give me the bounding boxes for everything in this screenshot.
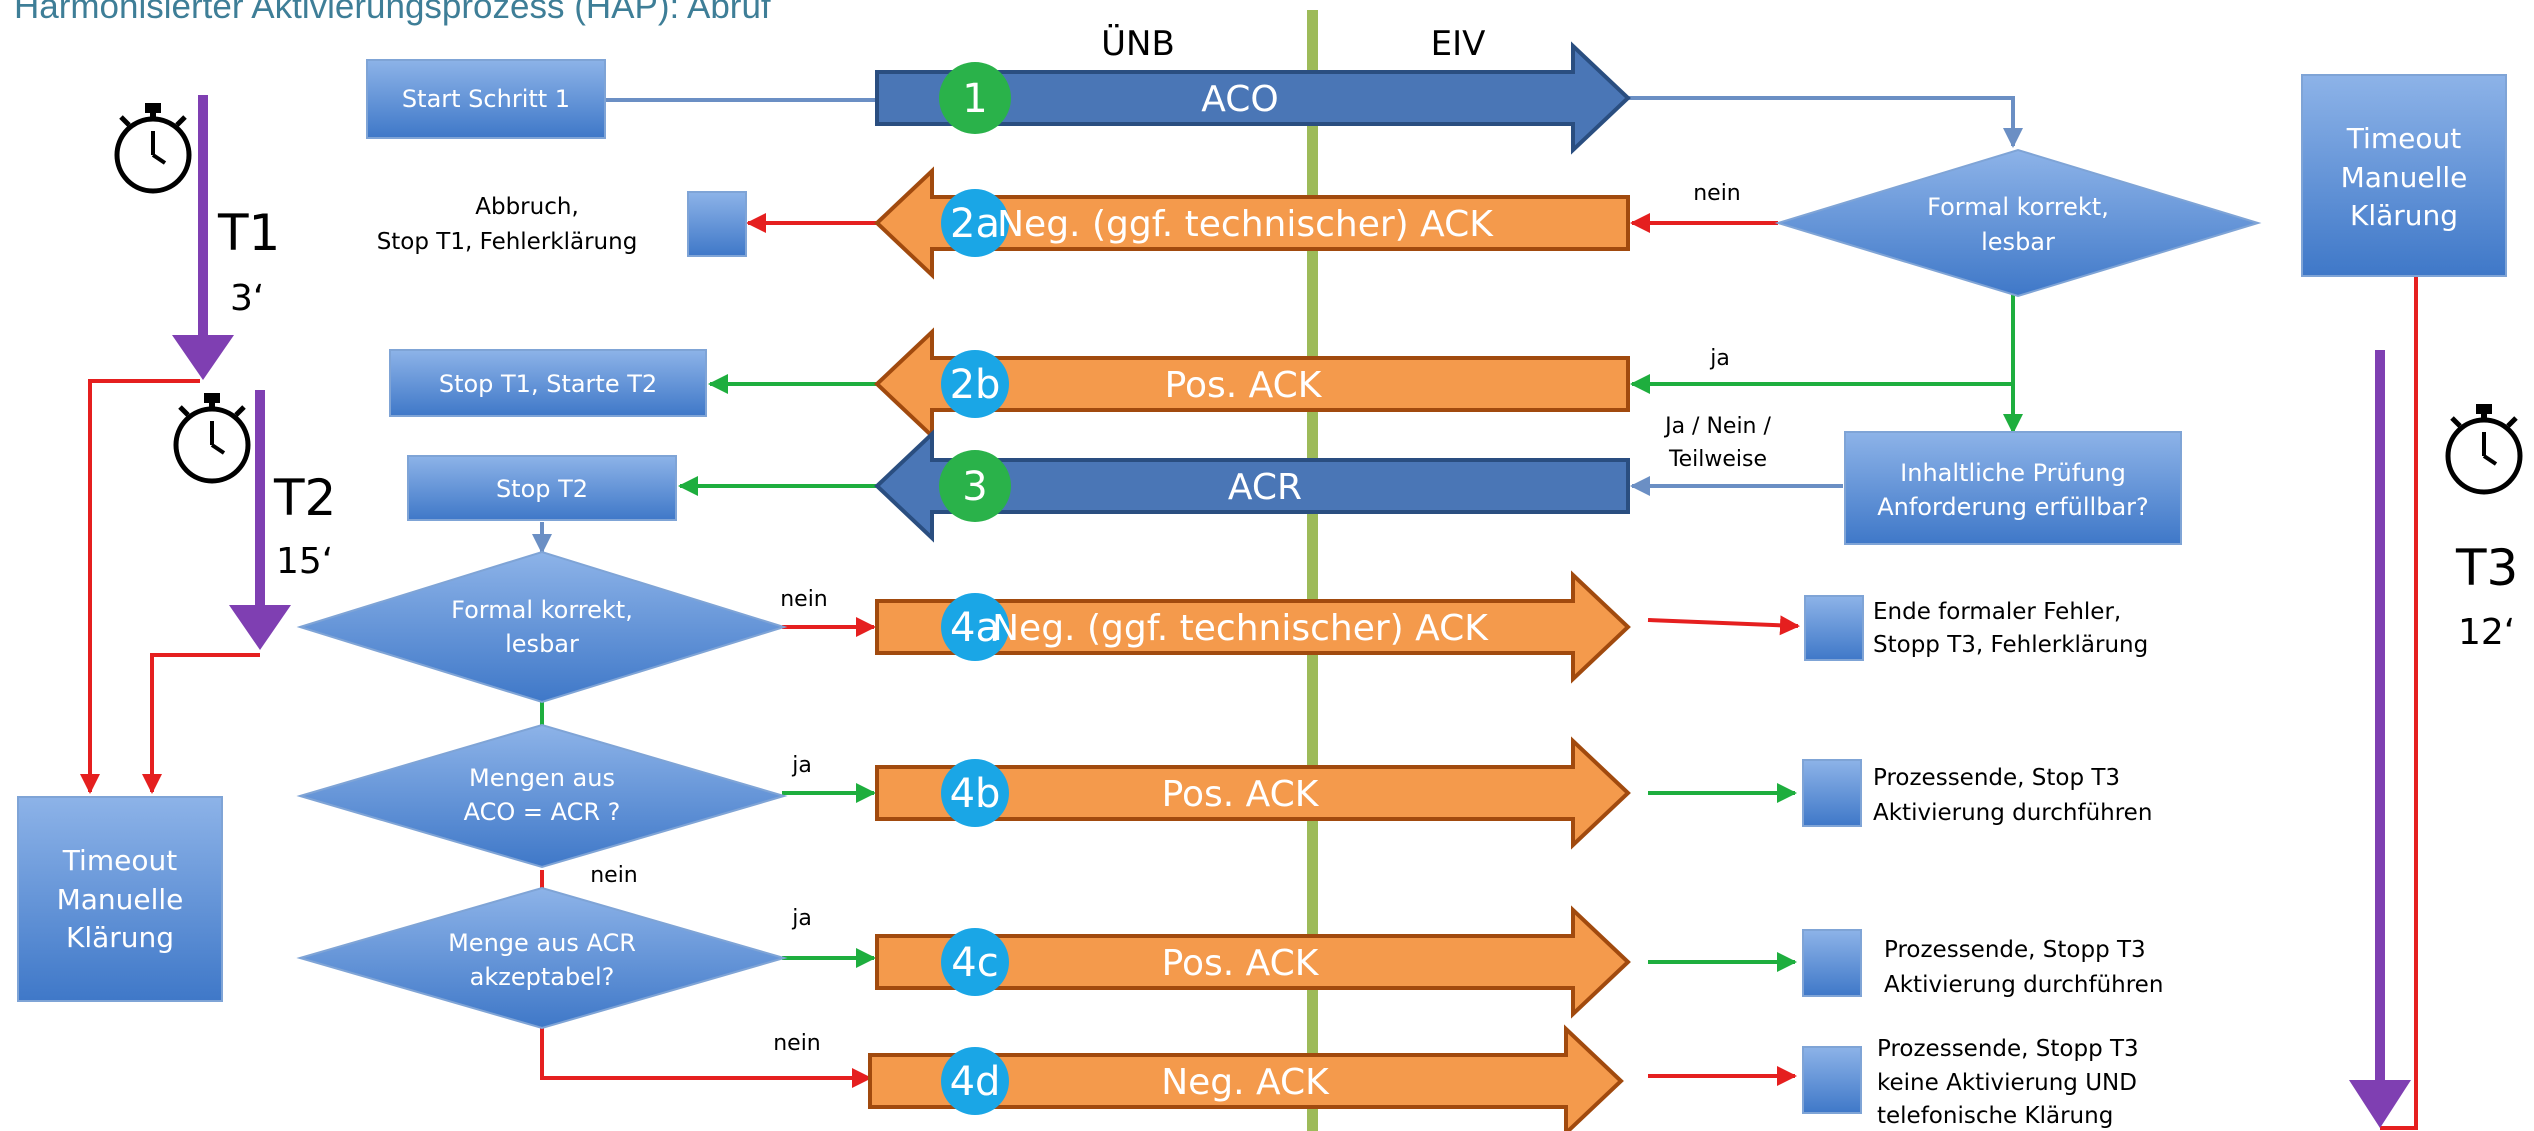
column-unb: ÜNB xyxy=(1101,23,1175,64)
timeout-right-box xyxy=(2301,74,2507,277)
badge-circle-3 xyxy=(939,450,1011,522)
unb-formal-diamond xyxy=(296,550,788,704)
stopwatch-icon xyxy=(173,393,251,484)
timer-t3-name: T3 xyxy=(2455,539,2518,597)
arrow-4a-label: Neg. (ggf. technischer) ACK xyxy=(992,608,1489,649)
arrow-2b-pos-ack xyxy=(874,327,1630,441)
arrow-4b-label: Pos. ACK xyxy=(1162,774,1320,815)
end-4a-line1: Ende formaler Fehler, xyxy=(1873,599,2121,625)
label-ja-eiv: ja xyxy=(1709,346,1730,371)
unb-formal-line2: lesbar xyxy=(505,630,579,658)
content-check-line2: Anforderung erfüllbar? xyxy=(1877,493,2149,521)
amounts-line1: Mengen aus xyxy=(469,764,615,792)
label-ja-4c: ja xyxy=(791,906,812,931)
timeout-right-line3: Klärung xyxy=(2350,199,2458,232)
start-step-label: Start Schritt 1 xyxy=(402,85,570,113)
end-4b-line2: Aktivierung durchführen xyxy=(1873,800,2152,826)
end-4a-line2: Stopp T3, Fehlerklärung xyxy=(1873,632,2148,658)
eiv-formal-line1: Formal korrekt, xyxy=(1927,193,2109,221)
badge-circle-4a xyxy=(941,593,1009,661)
arrow-1-label: ACO xyxy=(1201,79,1278,120)
badge-1: 1 xyxy=(962,76,987,122)
amounts-line2: ACO = ACR ? xyxy=(464,798,621,826)
start-step-box xyxy=(366,59,606,139)
abort-note-line2: Stop T1, Fehlerklärung xyxy=(377,229,638,255)
amounts-diamond xyxy=(296,723,788,869)
lane-divider xyxy=(1307,10,1318,1131)
label-nein-amounts: nein xyxy=(590,863,638,888)
stopwatch-icon xyxy=(2445,404,2523,495)
label-ja-4b: ja xyxy=(791,753,812,778)
content-check-box xyxy=(1844,431,2182,545)
timeout-left-box xyxy=(17,796,223,1002)
timer-t2-name: T2 xyxy=(273,469,336,527)
eiv-formal-line2: lesbar xyxy=(1981,228,2055,256)
end-4d-square xyxy=(1802,1046,1862,1114)
stop-t2-box xyxy=(407,455,677,521)
arrow-4c-label: Pos. ACK xyxy=(1162,943,1320,984)
eiv-formal-diamond xyxy=(1774,148,2262,298)
end-4d-line2: keine Aktivierung UND xyxy=(1877,1070,2137,1096)
badge-3: 3 xyxy=(962,464,987,510)
badge-2b: 2b xyxy=(950,362,1001,408)
badge-circle-4c xyxy=(941,928,1009,996)
stopwatch-icon xyxy=(114,103,192,194)
label-nein-eiv: nein xyxy=(1693,181,1741,206)
stop-t1-start-t2-label: Stop T1, Starte T2 xyxy=(439,370,657,398)
badge-2a: 2a xyxy=(950,201,1000,247)
badge-4a: 4a xyxy=(950,605,1000,651)
end-4b-line1: Prozessende, Stop T3 xyxy=(1873,765,2120,791)
timer-t1-duration: 3‘ xyxy=(230,278,264,319)
arrow-2a-neg-ack xyxy=(874,166,1630,280)
end-4b-square xyxy=(1802,759,1862,827)
end-4c-line2: Aktivierung durchführen xyxy=(1884,972,2163,998)
badge-circle-4b xyxy=(941,759,1009,827)
label-nein-4d: nein xyxy=(773,1031,821,1056)
unb-formal-line1: Formal korrekt, xyxy=(451,596,633,624)
timer-t2-arrowhead xyxy=(229,605,291,650)
timeout-right-line2: Manuelle xyxy=(2341,161,2468,194)
timer-t3-duration: 12‘ xyxy=(2458,612,2515,653)
acceptable-line1: Menge aus ACR xyxy=(448,929,636,957)
timer-t1-name: T1 xyxy=(217,204,280,262)
arrow-3-acr xyxy=(874,429,1630,543)
arrow-3-label: ACR xyxy=(1228,467,1302,508)
badge-4b: 4b xyxy=(950,771,1001,817)
abort-note-line1: Abbruch, xyxy=(475,194,579,220)
end-4c-square xyxy=(1802,929,1862,997)
timer-t3-arrowhead xyxy=(2349,1080,2411,1128)
badge-4d: 4d xyxy=(950,1059,1001,1105)
column-eiv: EIV xyxy=(1431,24,1486,64)
badge-circle-4d xyxy=(941,1047,1009,1115)
label-ja-nein-line1: Ja / Nein / xyxy=(1663,414,1771,439)
label-nein-4a: nein xyxy=(780,587,828,612)
abort-square xyxy=(687,191,747,257)
label-ja-nein-line2: Teilweise xyxy=(1668,447,1767,472)
badge-circle-2b xyxy=(941,350,1009,418)
timer-t1-arrowhead xyxy=(172,335,234,380)
badge-circle-1 xyxy=(939,62,1011,134)
arrow-2a-label: Neg. (ggf. technischer) ACK xyxy=(997,204,1494,245)
end-4d-line1: Prozessende, Stopp T3 xyxy=(1877,1036,2139,1062)
badge-4c: 4c xyxy=(951,940,998,986)
content-check-line1: Inhaltliche Prüfung xyxy=(1900,459,2126,487)
stop-t2-label: Stop T2 xyxy=(496,475,588,503)
end-4d-line3: telefonische Klärung xyxy=(1877,1103,2113,1129)
arrow-2b-label: Pos. ACK xyxy=(1165,365,1323,406)
timeout-right-line1: Timeout xyxy=(2346,122,2461,155)
timer-t2-duration: 15‘ xyxy=(276,541,333,582)
end-4c-line1: Prozessende, Stopp T3 xyxy=(1884,937,2146,963)
end-4a-square xyxy=(1804,595,1864,661)
acceptable-diamond xyxy=(296,886,788,1030)
acceptable-line2: akzeptabel? xyxy=(470,963,615,991)
timeout-left-line2: Manuelle xyxy=(57,883,184,916)
badge-circle-2a xyxy=(941,189,1009,257)
timeout-left-line3: Klärung xyxy=(66,921,174,954)
diagram-title: Harmonisierter Aktivierungsprozess (HAP)… xyxy=(14,0,771,26)
stop-t1-start-t2-box xyxy=(389,349,707,417)
timeout-left-line1: Timeout xyxy=(62,844,177,877)
arrow-4d-label: Neg. ACK xyxy=(1161,1062,1330,1103)
step-badges: 1 2a 2b 3 4a 4b 4c 4d xyxy=(939,62,1011,1115)
